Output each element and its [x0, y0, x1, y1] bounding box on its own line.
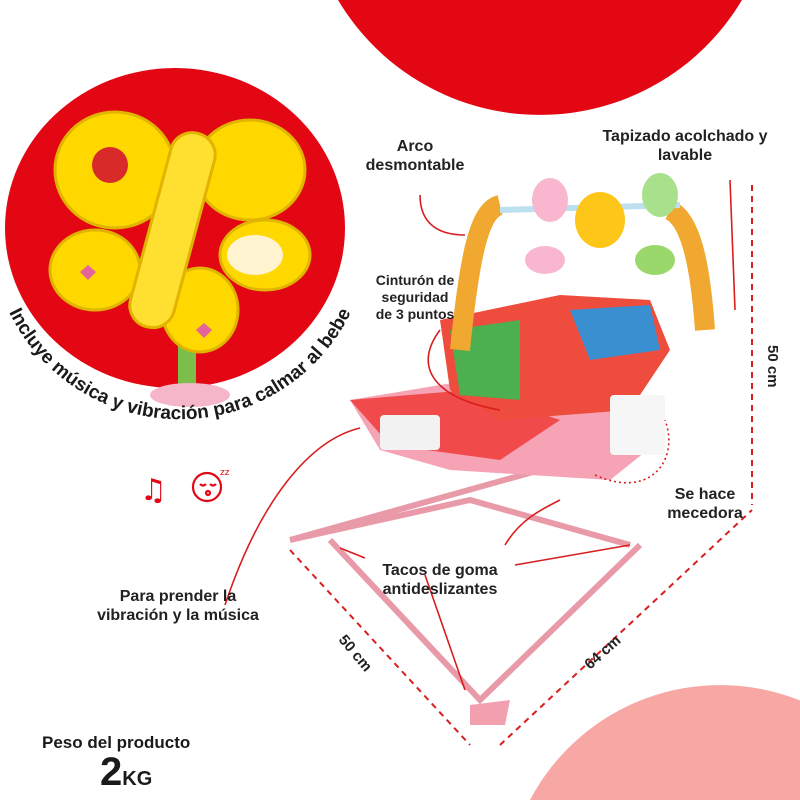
dimension-depth: 64 cm [581, 632, 624, 673]
svg-text:zz: zz [220, 468, 230, 478]
annotation-arrows [224, 179, 736, 691]
label-belt: Cinturón de seguridad de 3 puntos [375, 272, 455, 322]
dimension-width: 50 cm [335, 632, 375, 676]
label-arch: Arco desmontable [365, 138, 465, 174]
label-rubber: Tacos de goma antideslizantes [382, 562, 498, 598]
weight-unit: KG [122, 768, 153, 790]
butterfly-toy-image [48, 110, 312, 407]
label-upholstery: Tapizado acolchado y lavable [602, 128, 768, 164]
sleeping-baby-icon: zz [191, 468, 230, 503]
baby-bouncer-image [289, 173, 715, 725]
svg-text:♫: ♫ [140, 473, 167, 508]
label-rocker: Se hace mecedora [667, 486, 743, 522]
music-notes-icon: ♫ [140, 473, 167, 508]
label-switch: Para prender la vibración y la música [97, 588, 259, 624]
bottom-pink-circle [530, 685, 800, 800]
top-red-circle [338, 0, 742, 115]
dimension-height: 50 cm [764, 345, 781, 388]
weight-number: 2 [100, 750, 123, 794]
dimension-lines [289, 185, 753, 746]
weight-value: 2KG [100, 752, 152, 792]
weight-title: Peso del producto [42, 733, 191, 752]
